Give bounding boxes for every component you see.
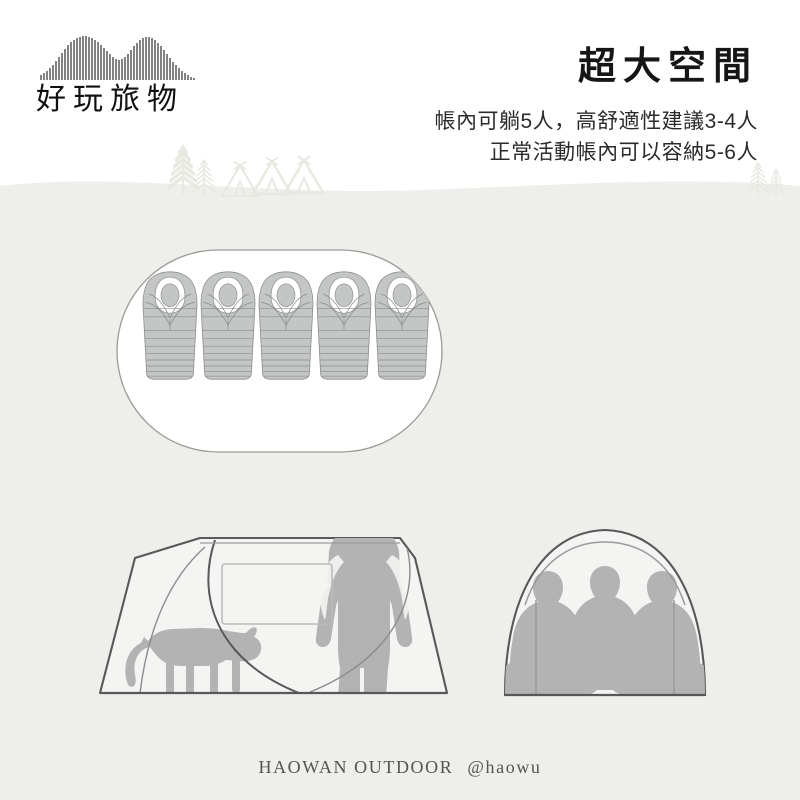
subtitle-line-1: 帳內可躺5人，高舒適性建議3-4人 [434,109,758,133]
brand-logo[interactable]: 好玩旅物 [36,33,216,116]
logo-wordmark: 好玩旅物 [36,83,184,116]
tent-inner-arc [139,546,411,694]
footer-brand-name: HAOWAN OUTDOOR [258,757,454,777]
page-title: 超大空間 [577,46,758,88]
dog-silhouette [125,627,262,693]
headline-block: 超大空間 帳內可躺5人，高舒適性建議3-4人 正常活動帳內可以容納5-6人 [288,46,758,169]
five-sleeping-bags-diagram [116,249,443,453]
right-arm-gap [386,555,410,620]
footer-handle: @haowu [467,757,542,777]
mountain-range-logo-icon [40,36,195,80]
tunnel-tent-side-view [98,536,449,695]
subtitle-line-2: 正常活動帳內可以容納5-6人 [489,141,758,165]
standing-person-silhouette [315,538,413,693]
tent-door-arc [207,539,300,694]
footer-credit: HAOWAN OUTDOOR @haowu [0,757,800,778]
dome-tent-front-view [503,528,707,697]
tent-window [221,563,333,625]
dome-inner-arc [524,541,686,606]
left-arm-gap [320,555,344,620]
